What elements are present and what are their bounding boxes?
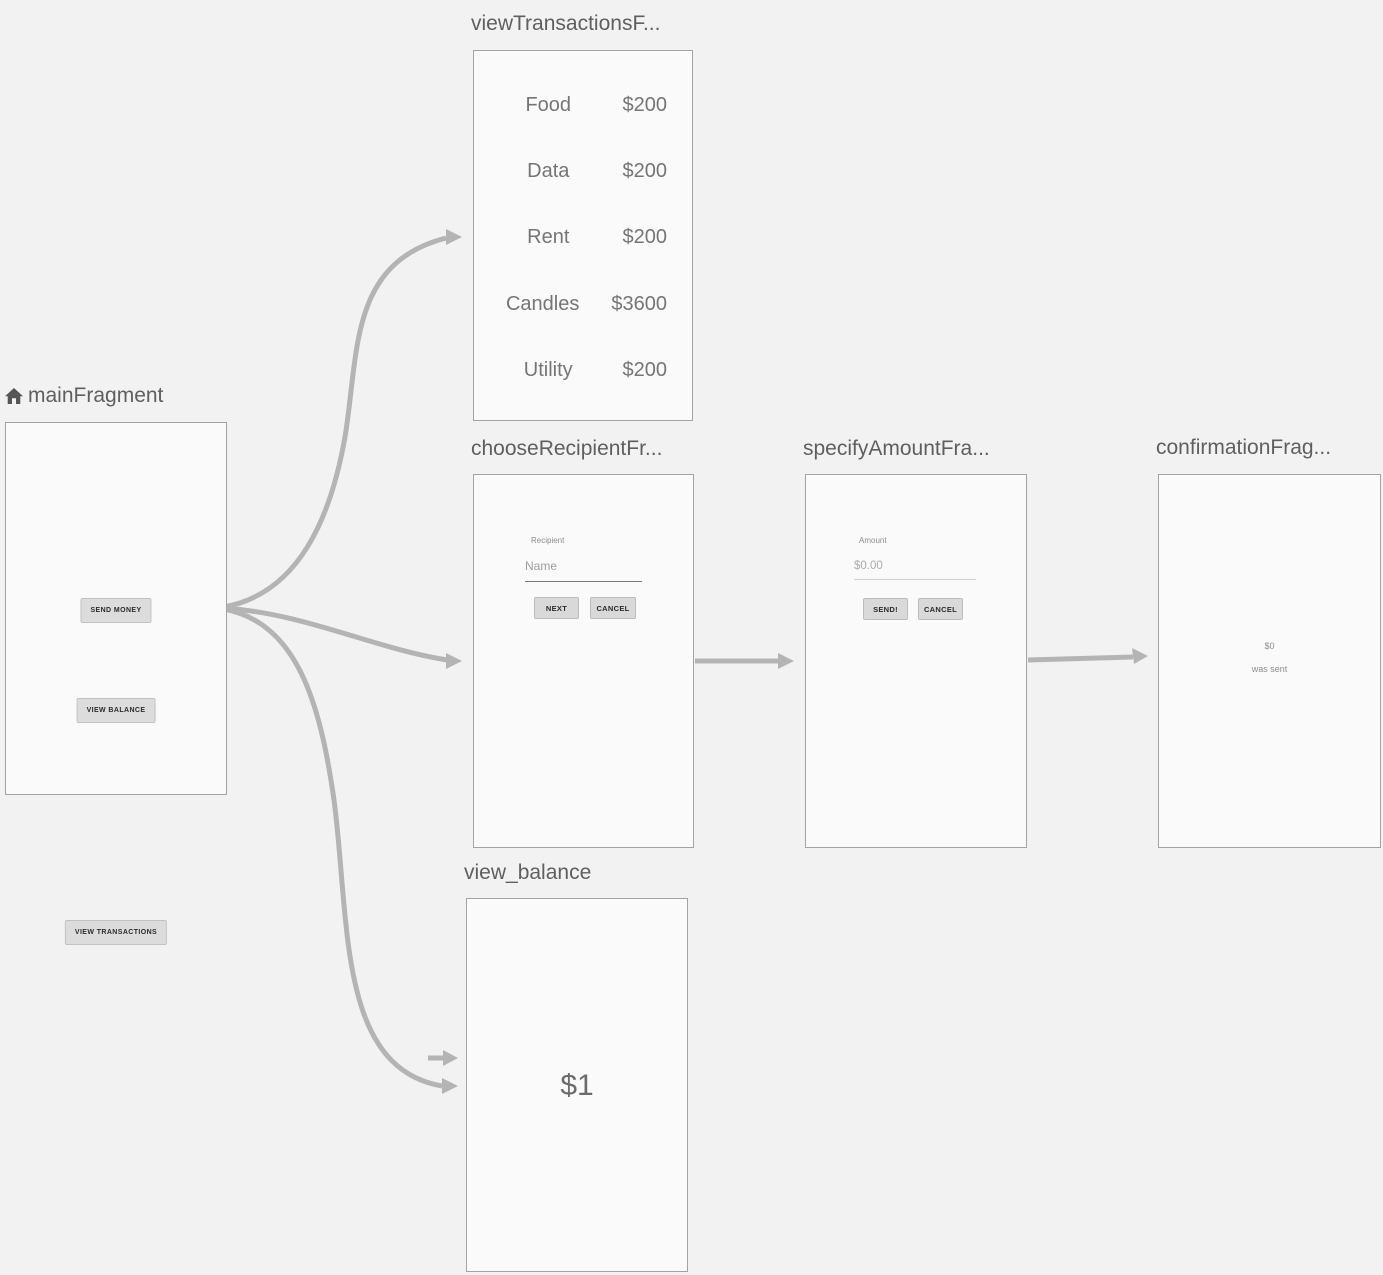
action-arrow-main-to-view-balance[interactable]: [223, 606, 458, 1094]
view-transactions-button: VIEW TRANSACTIONS: [64, 920, 168, 945]
transaction-row: Utility $200: [474, 338, 692, 404]
home-icon: [5, 388, 23, 404]
send-button: SEND!: [863, 598, 908, 620]
confirmation-amount: $0: [1264, 641, 1275, 651]
fragment-title: confirmationFrag...: [1156, 436, 1332, 459]
fragment-title: chooseRecipientFr...: [471, 437, 663, 460]
transaction-label: Food: [525, 93, 572, 116]
transaction-label: Data: [527, 160, 570, 183]
transaction-row: Food $200: [474, 72, 692, 138]
fragment-card-specify-amount[interactable]: Amount $0.00 SEND! CANCEL: [805, 474, 1027, 848]
fragment-card-confirmation[interactable]: $0 was sent: [1158, 474, 1381, 848]
action-arrow-choose-recipient-to-specify-amount[interactable]: [695, 653, 794, 669]
fragment-title: view_balance: [464, 861, 592, 884]
fragment-header-choose-recipient: chooseRecipientFr...: [471, 437, 662, 461]
fragment-title: specifyAmountFra...: [803, 437, 990, 460]
recipient-field-label: Recipient: [531, 536, 565, 545]
action-arrow-main-to-view-transactions[interactable]: [223, 229, 462, 610]
send-money-button: SEND MONEY: [80, 598, 152, 623]
input-underline: [525, 581, 642, 582]
action-arrow-specify-amount-to-confirmation[interactable]: [1027, 648, 1148, 664]
input-underline: [854, 579, 976, 580]
confirmation-caption: was sent: [1251, 664, 1288, 674]
transaction-label: Candles: [505, 292, 580, 315]
transaction-amount: $200: [622, 93, 668, 116]
fragment-card-main[interactable]: VIEW TRANSACTIONS VIEW TRANSACTIONS SEND…: [5, 422, 227, 945]
fragment-header-confirmation: confirmationFrag...: [1156, 436, 1331, 460]
transaction-amount: $200: [622, 160, 668, 183]
view-balance-button: VIEW BALANCE: [76, 698, 156, 723]
transaction-row: Candles $3600: [474, 271, 692, 337]
fragment-header-view-balance: view_balance: [464, 861, 591, 885]
amount-input: $0.00: [854, 560, 883, 572]
fragment-header-view-transactions: viewTransactionsF...: [471, 12, 660, 36]
action-arrow-stub-to-view-balance[interactable]: [428, 1050, 458, 1066]
fragment-header-main: mainFragment: [4, 384, 163, 408]
balance-amount: $1: [560, 1069, 594, 1102]
fragment-card-view-transactions[interactable]: Food $200 Data $200 Rent $200 Candles $3…: [473, 50, 693, 421]
cancel-button: CANCEL: [918, 598, 963, 620]
transaction-row: Data $200: [474, 138, 692, 204]
fragment-title: viewTransactionsF...: [471, 12, 661, 35]
transaction-amount: $3600: [611, 292, 667, 315]
action-arrow-main-to-choose-recipient[interactable]: [223, 605, 462, 669]
fragment-header-specify-amount: specifyAmountFra...: [803, 437, 990, 461]
amount-field-label: Amount: [859, 536, 887, 545]
transaction-amount: $200: [622, 226, 668, 249]
next-button: NEXT: [534, 597, 579, 619]
fragment-title: mainFragment: [28, 384, 164, 407]
transactions-list: Food $200 Data $200 Rent $200 Candles $3…: [474, 72, 692, 404]
transaction-label: Rent: [527, 226, 570, 249]
transaction-amount: $200: [622, 359, 668, 382]
fragment-card-choose-recipient[interactable]: Recipient Name NEXT CANCEL: [473, 474, 694, 848]
fragment-card-view-balance[interactable]: $1: [466, 898, 688, 1272]
cancel-button: CANCEL: [590, 597, 636, 619]
transaction-row: Rent $200: [474, 205, 692, 271]
transaction-label: Utility: [523, 359, 573, 382]
recipient-name-input: Name: [525, 559, 558, 573]
